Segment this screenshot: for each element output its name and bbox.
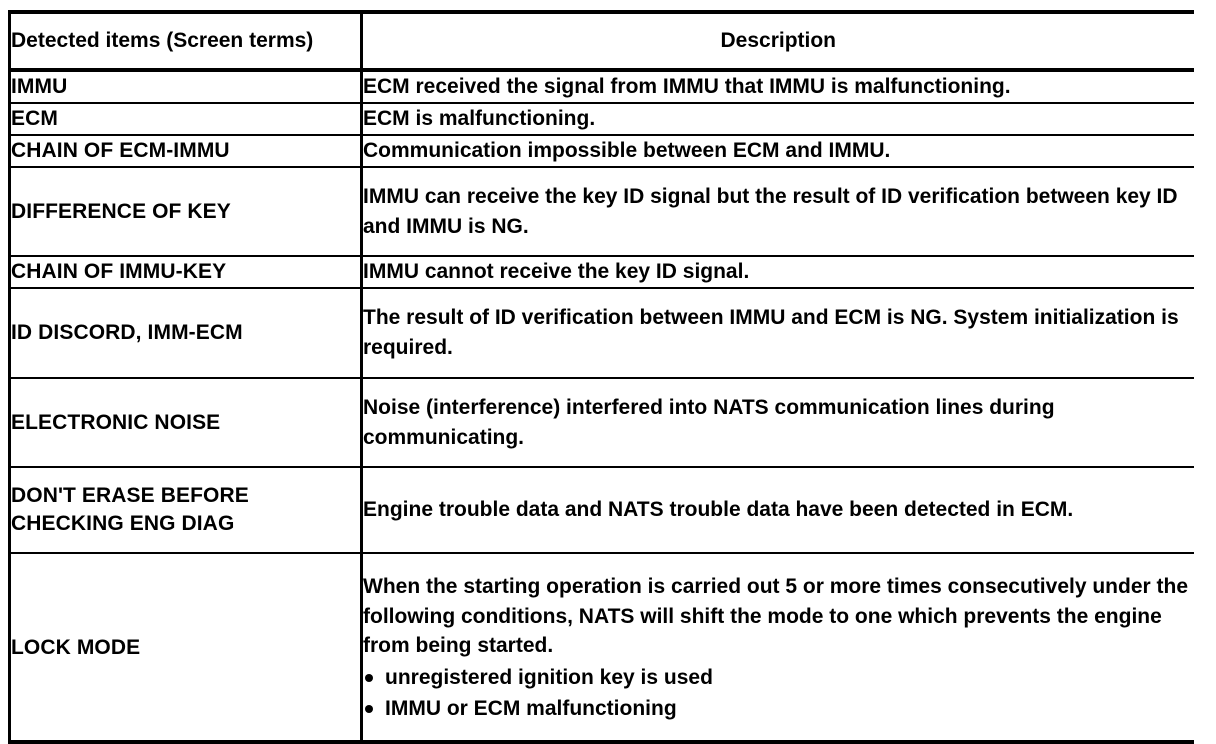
table-row: ID DISCORD, IMM-ECM The result of ID ver… [8,288,1194,378]
table-body: IMMU ECM received the signal from IMMU t… [8,70,1194,743]
row-item-cell: ELECTRONIC NOISE [8,377,363,468]
list-item-label: IMMU or ECM malfunctioning [385,696,677,720]
row-description-cell: ECM is malfunctioning. [361,103,1194,135]
row-item-label: ECM [11,107,58,131]
list-item: IMMU or ECM malfunctioning [363,694,1194,724]
row-description-text: Noise (interference) interfered into NAT… [363,395,1055,449]
table-row: IMMU ECM received the signal from IMMU t… [8,70,1194,104]
row-description-cell: Noise (interference) interfered into NAT… [361,377,1194,468]
list-item-label: unregistered ignition key is used [385,666,713,690]
column-header-description-label: Description [720,29,837,52]
row-description-text: ECM received the signal from IMMU that I… [363,75,1011,99]
row-description-cell: IMMU can receive the key ID signal but t… [361,166,1194,257]
row-description-text: IMMU cannot receive the key ID signal. [363,260,750,284]
row-item-label: ID DISCORD, IMM-ECM [11,321,243,345]
bullet-icon [365,704,373,713]
row-item-label: DIFFERENCE OF KEY [11,199,231,223]
row-description-text: ECM is malfunctioning. [363,107,596,131]
table-row: DIFFERENCE OF KEY IMMU can receive the k… [8,166,1194,257]
row-item-cell: DIFFERENCE OF KEY [8,166,363,257]
row-description-cell: Engine trouble data and NATS trouble dat… [361,467,1194,553]
row-description-cell: Communication impossible between ECM and… [361,134,1194,167]
table-row: ECM ECM is malfunctioning. [8,103,1194,135]
row-item-label: DON'T ERASE BEFORE CHECKING ENG DIAG [11,484,249,536]
row-description-text: Communication impossible between ECM and… [363,138,891,162]
list-item: unregistered ignition key is used [363,663,1194,693]
lock-mode-condition-list: unregistered ignition key is used IMMU o… [363,663,1194,724]
row-description-text: When the starting operation is carried o… [363,574,1189,658]
row-item-cell: DON'T ERASE BEFORE CHECKING ENG DIAG [8,467,363,553]
column-header-detected-items: Detected items (Screen terms) [8,12,363,71]
bullet-icon [365,674,373,683]
row-item-cell: LOCK MODE [8,552,363,743]
row-description-text: Engine trouble data and NATS trouble dat… [363,498,1074,522]
row-item-label: ELECTRONIC NOISE [11,410,221,434]
row-description-cell: ECM received the signal from IMMU that I… [361,70,1194,104]
row-item-cell: ECM [8,103,363,135]
column-header-detected-items-label: Detected items (Screen terms) [11,29,314,52]
row-item-label: IMMU [11,75,68,99]
table-row-lock-mode: LOCK MODE When the starting operation is… [8,552,1194,743]
detected-items-table: Detected items (Screen terms) Descriptio… [8,10,1194,744]
table-row: ELECTRONIC NOISE Noise (interference) in… [8,377,1194,468]
table-row: DON'T ERASE BEFORE CHECKING ENG DIAG Eng… [8,467,1194,553]
row-item-cell: IMMU [8,70,363,104]
row-description-cell: The result of ID verification between IM… [361,288,1194,378]
row-item-cell: ID DISCORD, IMM-ECM [8,288,363,378]
table-header-row: Detected items (Screen terms) Descriptio… [8,12,1194,71]
row-description-text: The result of ID verification between IM… [363,306,1179,359]
row-item-cell: CHAIN OF IMMU-KEY [8,256,363,289]
row-item-label: CHAIN OF IMMU-KEY [11,260,227,284]
table-row: CHAIN OF IMMU-KEY IMMU cannot receive th… [8,256,1194,289]
row-description-cell: IMMU cannot receive the key ID signal. [361,256,1194,289]
row-description-cell: When the starting operation is carried o… [361,552,1194,743]
row-item-cell: CHAIN OF ECM-IMMU [8,134,363,167]
column-header-description: Description [361,12,1194,71]
row-description-text: IMMU can receive the key ID signal but t… [363,184,1178,238]
row-item-label: CHAIN OF ECM-IMMU [11,138,230,162]
table-row: CHAIN OF ECM-IMMU Communication impossib… [8,134,1194,167]
row-item-label: LOCK MODE [11,636,141,660]
